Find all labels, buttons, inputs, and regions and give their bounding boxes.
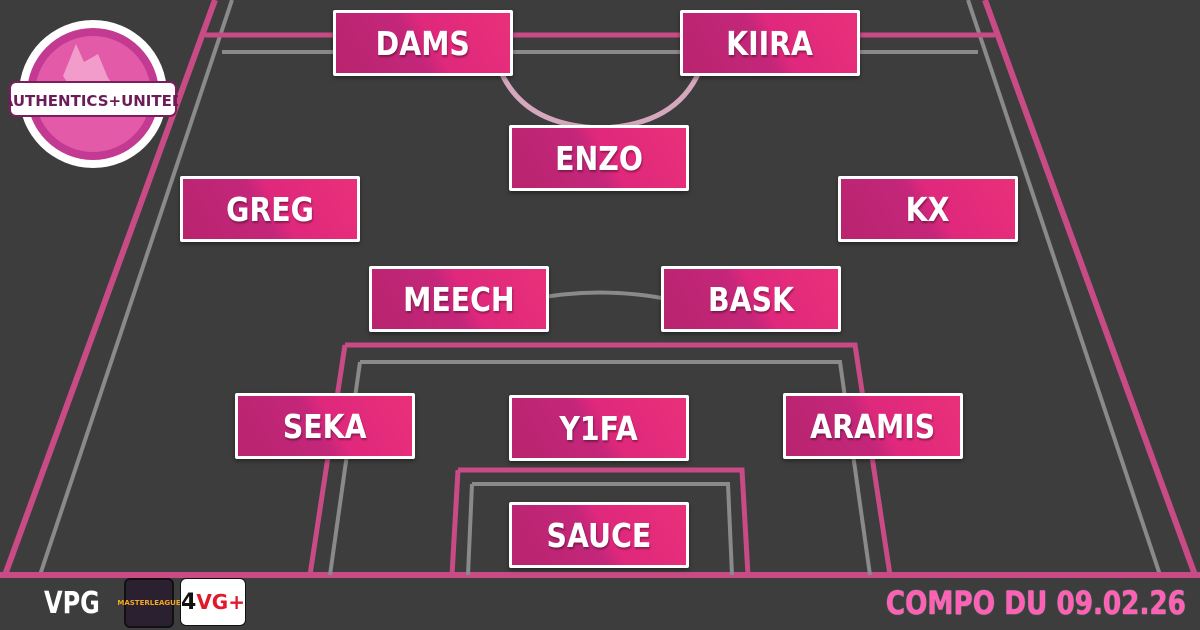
player-card-bask: BASK [661,266,841,332]
player-name: ARAMIS [810,406,936,446]
platform-label: VPG [44,586,100,621]
masterleague-logo: MASTERLEAGUE [117,578,181,628]
lineup-date-label: COMPO DU 09.02.26 [885,584,1186,622]
player-card-dams: DAMS [333,10,513,76]
player-name: SAUCE [546,515,652,555]
player-name: DAMS [375,23,471,63]
player-name: BASK [707,279,795,319]
player-card-y1fa: Y1FA [509,395,689,461]
player-name: ENZO [555,138,643,178]
vg-logo-text: VG+ [196,590,245,614]
masterleague-logo-text: MASTERLEAGUE [117,599,181,607]
vg-logo: 4 VG+ [180,578,246,626]
team-logo: AUTHENTICS+UNITED [8,20,178,168]
player-card-kiira: KIIRA [680,10,860,76]
vg-logo-number: 4 [181,589,197,615]
player-card-enzo: ENZO [509,125,689,191]
player-name: KX [906,189,950,229]
player-card-sauce: SAUCE [509,502,689,568]
player-card-greg: GREG [180,176,360,242]
player-card-seka: SEKA [235,393,415,459]
team-logo-text: AUTHENTICS+UNITED [8,92,178,110]
player-name: GREG [226,189,314,229]
player-name: SEKA [283,406,367,446]
player-name: MEECH [403,279,515,319]
player-name: Y1FA [559,408,639,448]
player-card-meech: MEECH [369,266,549,332]
player-name: KIIRA [726,23,814,63]
player-card-aramis: ARAMIS [783,393,963,459]
player-card-kx: KX [838,176,1018,242]
